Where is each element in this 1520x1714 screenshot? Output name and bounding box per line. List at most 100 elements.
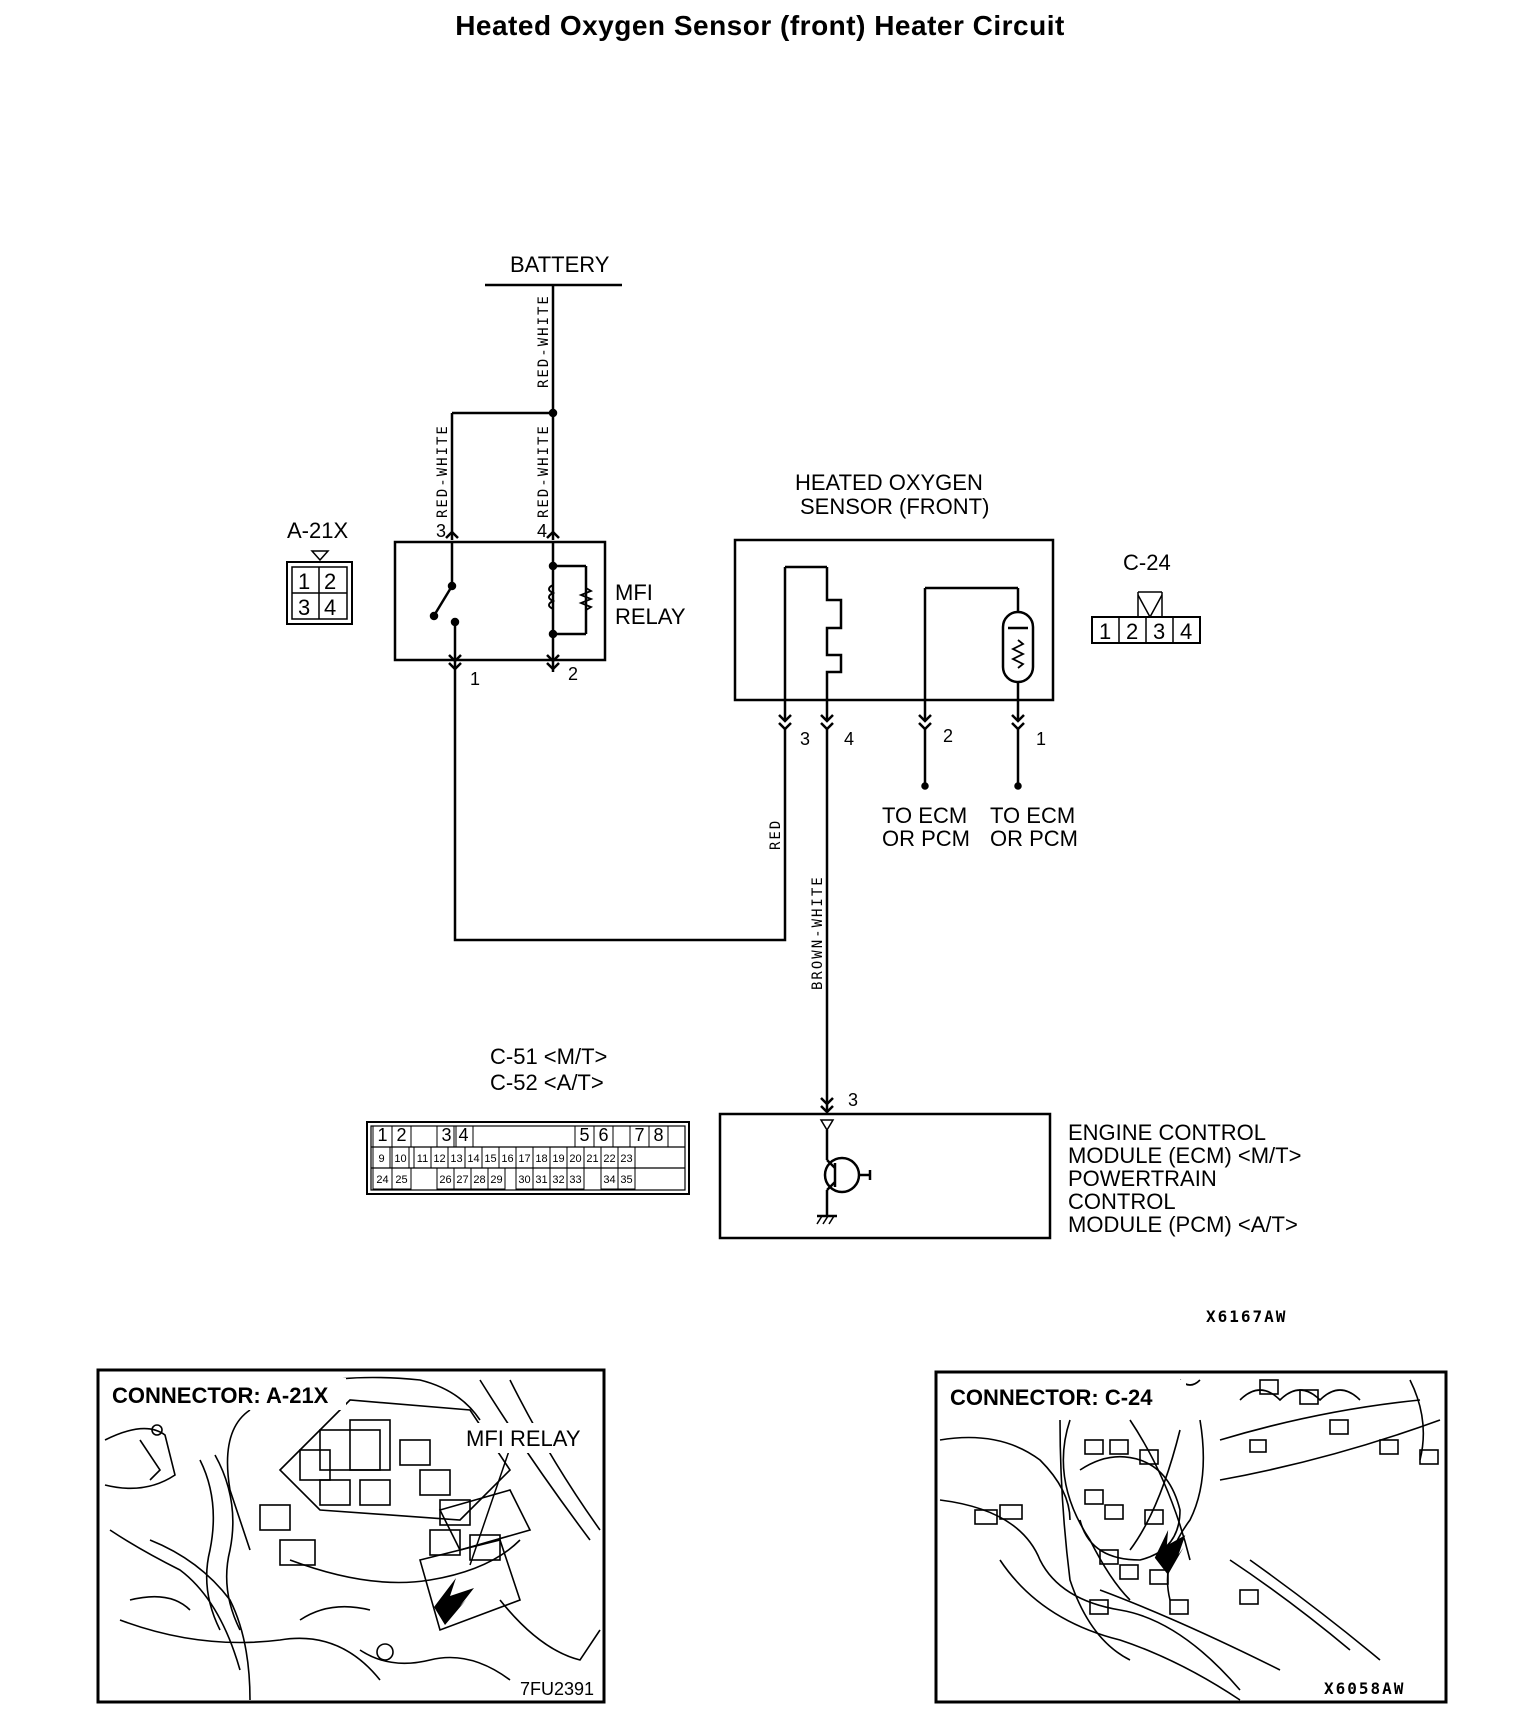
wire-label-red: RED: [768, 819, 784, 850]
ecm-connector-cell-label: 6: [598, 1125, 608, 1145]
ecm-connector-cell-label: 3: [441, 1125, 451, 1145]
sensor-pin-4: 4: [844, 729, 854, 749]
ecm-connector-cell-label: 24: [376, 1174, 388, 1186]
ecm-connector-cell: [566, 1167, 585, 1190]
ecm-connector-cell-label: 14: [467, 1153, 479, 1165]
ecm-connector-cell-label: 20: [569, 1153, 581, 1165]
connector-a21x-label: A-21X: [287, 518, 348, 543]
photo-left-connector-label: CONNECTOR: A-21X: [112, 1383, 329, 1408]
ecm-connector-cell-label: 16: [501, 1153, 513, 1165]
ecm-connector-cell-label: 23: [620, 1153, 632, 1165]
mfi-relay: 3 4 1 2 MFI RELAY: [393, 521, 686, 689]
engine-bay-illustration-left: [104, 1376, 601, 1701]
photo-left-part-label: MFI RELAY: [466, 1426, 581, 1451]
red-wire: RED: [453, 672, 787, 942]
ecm-connector-cell-label: 18: [535, 1153, 547, 1165]
ecm-connector-cell-label: 1: [377, 1125, 387, 1145]
ecm-connector-cell-label: 32: [552, 1174, 564, 1186]
connector-a21x: A-21X 1 2 3 4: [286, 518, 353, 625]
engine-bay-illustration-right: [939, 1379, 1441, 1701]
ecm-connector-cell: [648, 1125, 669, 1148]
ecm-connector-cell-label: 15: [484, 1153, 496, 1165]
ecm-label-line4: CONTROL: [1068, 1189, 1176, 1214]
to-ecm-1-line1: TO ECM: [882, 803, 967, 828]
ecm-connector-cell-label: 27: [456, 1174, 468, 1186]
wire-label-red-white-pin3: RED-WHITE: [435, 424, 451, 518]
ecm-connector-line1: C-51 <M/T>: [490, 1044, 607, 1069]
c24-cell-2: 2: [1126, 619, 1138, 644]
sensor-label-line2: SENSOR (FRONT): [800, 494, 989, 519]
photo-connector-a21x: CONNECTOR: A-21X MFI RELAY 7FU2391: [96, 1368, 606, 1704]
sensor-pin-2: 2: [943, 726, 953, 746]
ecm-connector-cell-label: 35: [620, 1174, 632, 1186]
relay-label-line1: MFI: [615, 580, 653, 605]
ecm-label-line2: MODULE (ECM) <M/T>: [1068, 1143, 1301, 1168]
heated-oxygen-sensor: HEATED OXYGEN SENSOR (FRONT) 3 4 2 1 TO …: [733, 470, 1078, 851]
ecm-connector-cell-label: 26: [439, 1174, 451, 1186]
c24-cell-1: 1: [1099, 619, 1111, 644]
ecm-connector-line2: C-52 <A/T>: [490, 1070, 604, 1095]
battery: BATTERY: [485, 252, 622, 287]
ecm-connector-cell-label: 4: [458, 1125, 468, 1145]
ecm-label-line1: ENGINE CONTROL: [1068, 1120, 1266, 1145]
photo-left-code: 7FU2391: [520, 1679, 594, 1699]
ecm-connector-cell-label: 11: [417, 1153, 428, 1165]
to-ecm-2-line2: OR PCM: [990, 826, 1078, 851]
arrow-pointer-icon: [1154, 1529, 1186, 1575]
ecm-connector-cell-label: 25: [395, 1174, 407, 1186]
wire-label-red-white-pin4: RED-WHITE: [536, 424, 552, 518]
sensor-pin-3: 3: [800, 729, 810, 749]
ecm-connector-cell: [617, 1167, 636, 1190]
ecm-connector-cell-label: 8: [653, 1125, 663, 1145]
photo-right-code: X6058AW: [1324, 1679, 1405, 1698]
ecm-connector-cell: [487, 1167, 506, 1190]
c24-cell-3: 3: [1153, 619, 1165, 644]
diagram-code: X6167AW: [1206, 1307, 1287, 1326]
ecm-connector-cell-label: 21: [586, 1153, 598, 1165]
a21x-cell-1: 1: [298, 569, 310, 594]
ecm-connector-cell-label: 34: [603, 1174, 615, 1186]
ecm-label-line3: POWERTRAIN: [1068, 1166, 1217, 1191]
relay-pin-1: 1: [470, 669, 480, 689]
ecm-connector-cell-label: 29: [490, 1174, 502, 1186]
ecm-connector-cell: [391, 1167, 412, 1190]
ecm-connector-cell-label: 13: [450, 1153, 462, 1165]
ecm-connector-cell-label: 30: [518, 1174, 530, 1186]
ecm-connector-cell-label: 31: [535, 1174, 547, 1186]
page-title: Heated Oxygen Sensor (front) Heater Circ…: [455, 10, 1065, 41]
a21x-cell-2: 2: [324, 569, 336, 594]
photo-connector-c24: CONNECTOR: C-24 X6058AW: [934, 1370, 1448, 1704]
ecm-connector-cell-label: 22: [603, 1153, 615, 1165]
brown-white-wire: BROWN-WHITE 3: [810, 729, 858, 1114]
sensor-pin-1: 1: [1036, 729, 1046, 749]
ecm-connector-cell-label: 12: [433, 1153, 445, 1165]
ecm-connector-cell-label: 33: [569, 1174, 581, 1186]
relay-label-line2: RELAY: [615, 604, 686, 629]
ecm-connector-cell-label: 10: [394, 1153, 406, 1165]
c24-cell-4: 4: [1180, 619, 1192, 644]
supply-wires: RED-WHITE RED-WHITE RED-WHITE: [435, 285, 560, 540]
wire-label-brown-white: BROWN-WHITE: [810, 875, 826, 990]
relay-pin-3: 3: [436, 521, 446, 541]
ecm-connector-cell-label: 2: [396, 1125, 406, 1145]
a21x-cell-3: 3: [298, 595, 310, 620]
connector-c24: C-24 1 2 3 4: [1091, 550, 1201, 644]
to-ecm-1-line2: OR PCM: [882, 826, 970, 851]
ecm-connector-cell-label: 7: [634, 1125, 644, 1145]
ecm-connector-cell-label: 5: [579, 1125, 589, 1145]
sensor-label-line1: HEATED OXYGEN: [795, 470, 983, 495]
connector-c24-label: C-24: [1123, 550, 1171, 575]
to-ecm-2-line1: TO ECM: [990, 803, 1075, 828]
a21x-cell-4: 4: [324, 595, 336, 620]
ecm-module: ENGINE CONTROL MODULE (ECM) <M/T> POWERT…: [718, 1112, 1301, 1240]
arrow-pointer-icon: [434, 1578, 474, 1625]
ecm-connector-cell-label: 19: [552, 1153, 564, 1165]
relay-pin-4: 4: [537, 521, 547, 541]
battery-label: BATTERY: [510, 252, 610, 277]
ecm-connector-cell-label: 17: [518, 1153, 530, 1165]
ecm-pin-3: 3: [848, 1090, 858, 1110]
wire-label-red-white-top: RED-WHITE: [536, 294, 552, 388]
